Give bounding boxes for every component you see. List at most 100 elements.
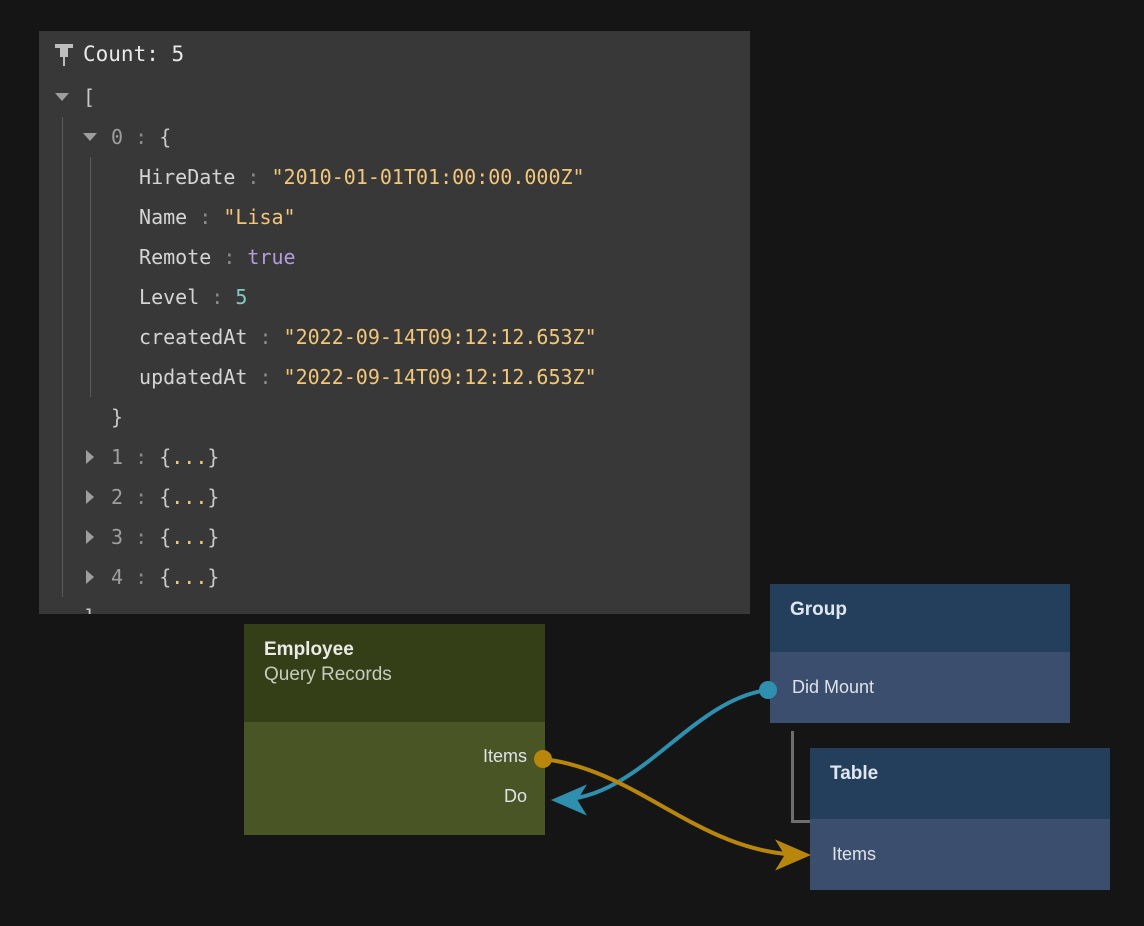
json-array-index: 2 (99, 477, 135, 517)
tree-guide-line (62, 277, 63, 317)
tree-guide-line (62, 437, 63, 477)
json-row[interactable]: Level : 5 (39, 277, 750, 317)
json-row[interactable]: ] (39, 597, 750, 614)
tree-guide-line (62, 397, 63, 437)
json-brace-close: } (207, 557, 219, 597)
json-collapsed-dots: ... (171, 437, 207, 477)
wire-items-to-items (543, 759, 805, 855)
json-colon: : (135, 437, 159, 477)
json-inspector-panel[interactable]: Count: 5 [ 0 : { HireDate : "2010-01-01T… (39, 31, 750, 614)
json-colon: : (135, 477, 159, 517)
json-colon: : (247, 157, 271, 197)
json-colon: : (135, 517, 159, 557)
json-row[interactable]: updatedAt : "2022-09-14T09:12:12.653Z" (39, 357, 750, 397)
port-group-did-mount[interactable]: Did Mount (770, 652, 1070, 723)
json-bracket: { (159, 117, 171, 157)
json-row[interactable]: Remote : true (39, 237, 750, 277)
chevron-down-icon[interactable] (81, 133, 99, 141)
tree-guide-line (90, 197, 91, 237)
json-spacer (71, 77, 83, 117)
json-value: 5 (235, 277, 247, 317)
json-key: createdAt (127, 317, 259, 357)
port-employee-do-label: Do (504, 786, 527, 807)
json-value: true (247, 237, 295, 277)
node-table-body: Items (810, 819, 1110, 890)
json-colon: : (199, 197, 223, 237)
json-row[interactable]: 1 : {...} (39, 437, 750, 477)
json-row[interactable]: createdAt : "2022-09-14T09:12:12.653Z" (39, 317, 750, 357)
port-employee-do[interactable]: Do (244, 776, 545, 816)
node-group[interactable]: Group Did Mount (770, 584, 1070, 723)
json-key: HireDate (127, 157, 247, 197)
json-value: "2022-09-14T09:12:12.653Z" (284, 317, 597, 357)
json-colon: : (223, 237, 247, 277)
json-array-index: 3 (99, 517, 135, 557)
json-brace-open: { (159, 557, 171, 597)
json-row[interactable]: } (39, 397, 750, 437)
chevron-down-icon[interactable] (53, 93, 71, 101)
tree-guide-line (90, 357, 91, 397)
json-row[interactable]: Name : "Lisa" (39, 197, 750, 237)
json-bracket: [ (83, 77, 95, 117)
pin-icon[interactable] (55, 43, 73, 65)
chevron-right-icon[interactable] (81, 570, 99, 584)
node-employee-subtitle: Query Records (264, 662, 525, 688)
json-row[interactable]: 0 : { (39, 117, 750, 157)
tree-guide-line (62, 237, 63, 277)
tree-guide-line (62, 517, 63, 557)
json-colon: : (135, 557, 159, 597)
tree-guide-line (90, 277, 91, 317)
tree-guide-line (62, 477, 63, 517)
json-key: Name (127, 197, 199, 237)
node-table-header: Table (810, 748, 1110, 819)
chevron-right-icon[interactable] (81, 490, 99, 504)
json-brace-close: } (207, 517, 219, 557)
json-value: "Lisa" (223, 197, 295, 237)
chevron-right-icon[interactable] (81, 530, 99, 544)
json-row[interactable]: 3 : {...} (39, 517, 750, 557)
tree-guide-line (90, 317, 91, 357)
json-row[interactable]: 4 : {...} (39, 557, 750, 597)
json-key: updatedAt (127, 357, 259, 397)
tree-guide-line (62, 157, 63, 197)
json-spacer (71, 597, 83, 614)
port-employee-items[interactable]: Items (244, 736, 545, 776)
port-table-items[interactable]: Items (810, 819, 1110, 890)
node-group-title: Group (790, 598, 1050, 622)
json-tree[interactable]: [ 0 : { HireDate : "2010-01-01T01:00:00.… (39, 77, 750, 614)
json-colon: : (211, 277, 235, 317)
json-colon: : (259, 317, 283, 357)
tree-guide-line (62, 357, 63, 397)
json-key: Remote (127, 237, 223, 277)
port-table-items-label: Items (832, 844, 876, 865)
tree-guide-line (62, 197, 63, 237)
json-row[interactable]: [ (39, 77, 750, 117)
json-row[interactable]: HireDate : "2010-01-01T01:00:00.000Z" (39, 157, 750, 197)
tree-guide-line (62, 117, 63, 157)
json-brace-open: { (159, 477, 171, 517)
chevron-right-icon[interactable] (81, 450, 99, 464)
tree-guide-line (90, 237, 91, 277)
wire-did-mount-to-do (557, 690, 768, 800)
node-employee[interactable]: Employee Query Records Items Do (244, 624, 545, 835)
node-group-body: Did Mount (770, 652, 1070, 723)
inspector-header: Count: 5 (39, 31, 750, 77)
json-collapsed-dots: ... (171, 557, 207, 597)
json-spacer (99, 397, 111, 437)
json-brace-close: } (207, 437, 219, 477)
json-row[interactable]: 2 : {...} (39, 477, 750, 517)
port-group-did-mount-label: Did Mount (792, 677, 874, 698)
json-array-index: 0 (99, 117, 135, 157)
json-value: "2010-01-01T01:00:00.000Z" (272, 157, 585, 197)
json-bracket: } (111, 397, 123, 437)
node-table[interactable]: Table Items (810, 748, 1110, 890)
json-array-index: 1 (99, 437, 135, 477)
inspector-count-label: Count: 5 (83, 34, 184, 74)
json-brace-open: { (159, 437, 171, 477)
json-value: "2022-09-14T09:12:12.653Z" (284, 357, 597, 397)
tree-guide-line (62, 317, 63, 357)
json-collapsed-dots: ... (171, 477, 207, 517)
json-colon: : (135, 117, 159, 157)
json-bracket: ] (83, 597, 95, 614)
